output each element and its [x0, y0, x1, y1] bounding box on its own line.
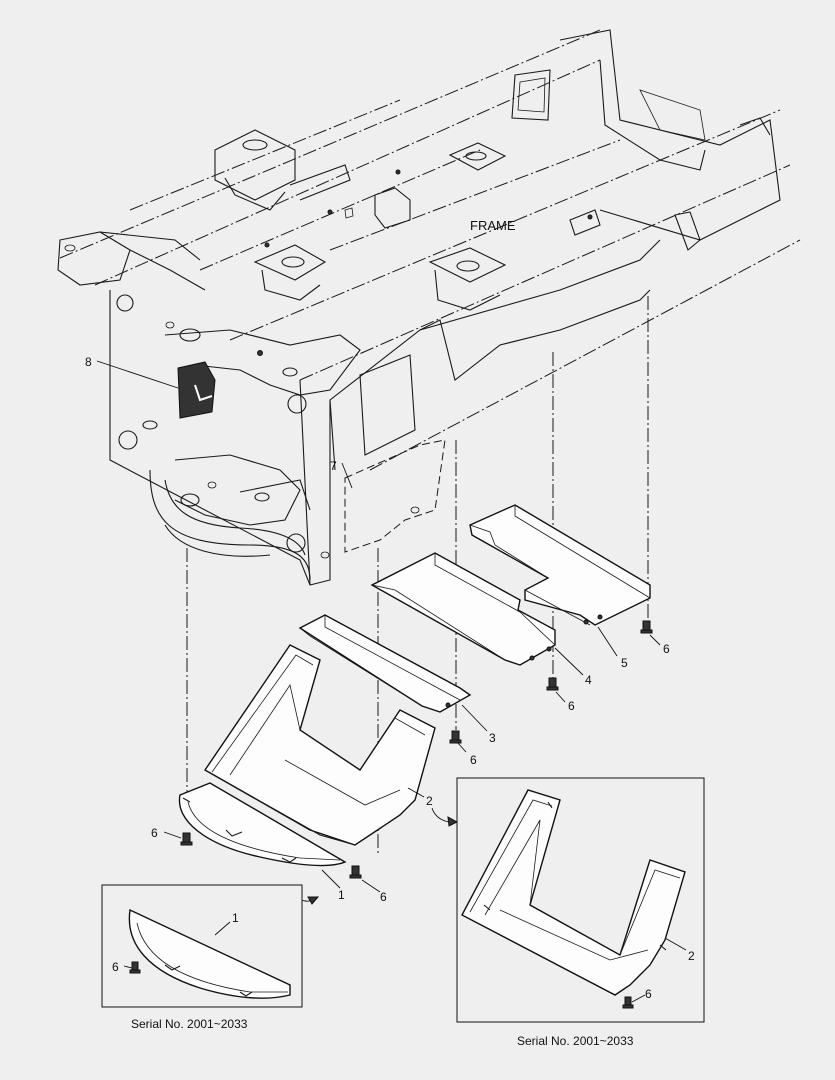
- part-4-cover: [370, 552, 556, 666]
- bolt-6-c: [449, 730, 462, 744]
- mount-front-left: [214, 129, 296, 211]
- callout-8: 8: [85, 355, 92, 369]
- part-1-cover: [178, 782, 347, 867]
- inset-left-callout-1: 1: [232, 911, 239, 925]
- callout-6-b: 6: [568, 699, 575, 713]
- bolt-6-e: [180, 832, 193, 846]
- callout-1: 1: [338, 888, 345, 902]
- part-3-cover: [298, 614, 472, 713]
- inset-left-caption: Serial No. 2001~2033: [131, 1017, 248, 1031]
- bolt-6-b: [546, 677, 559, 691]
- frame-label: FRAME: [470, 218, 516, 233]
- inset-left-callout-6: 6: [112, 960, 119, 974]
- callout-4: 4: [585, 673, 592, 687]
- mount-rear-left: [448, 142, 507, 171]
- mount-front-right: [253, 244, 327, 301]
- inset-right-caption: Serial No. 2001~2033: [517, 1034, 634, 1048]
- part-2-cover: [203, 644, 436, 846]
- inset-right: 2 6: [456, 777, 705, 1023]
- part-8-plate: [177, 361, 216, 419]
- callout-5: 5: [621, 656, 628, 670]
- callout-3: 3: [489, 731, 496, 745]
- callout-6-c: 6: [470, 753, 477, 767]
- bolt-6-a: [640, 620, 653, 634]
- callout-6-d: 6: [380, 890, 387, 904]
- inset-left: 1 6: [101, 884, 303, 1008]
- bolt-6-d: [349, 865, 362, 879]
- inset-right-callout-6: 6: [645, 987, 652, 1001]
- mount-rear-right: [428, 247, 507, 311]
- part-5-cover: [469, 504, 651, 626]
- callout-6-a: 6: [663, 642, 670, 656]
- callout-6-e: 6: [151, 826, 158, 840]
- callout-7: 7: [330, 459, 337, 473]
- callout-2: 2: [426, 794, 433, 808]
- part-7-panel: [344, 439, 446, 553]
- inset-right-callout-2: 2: [688, 949, 695, 963]
